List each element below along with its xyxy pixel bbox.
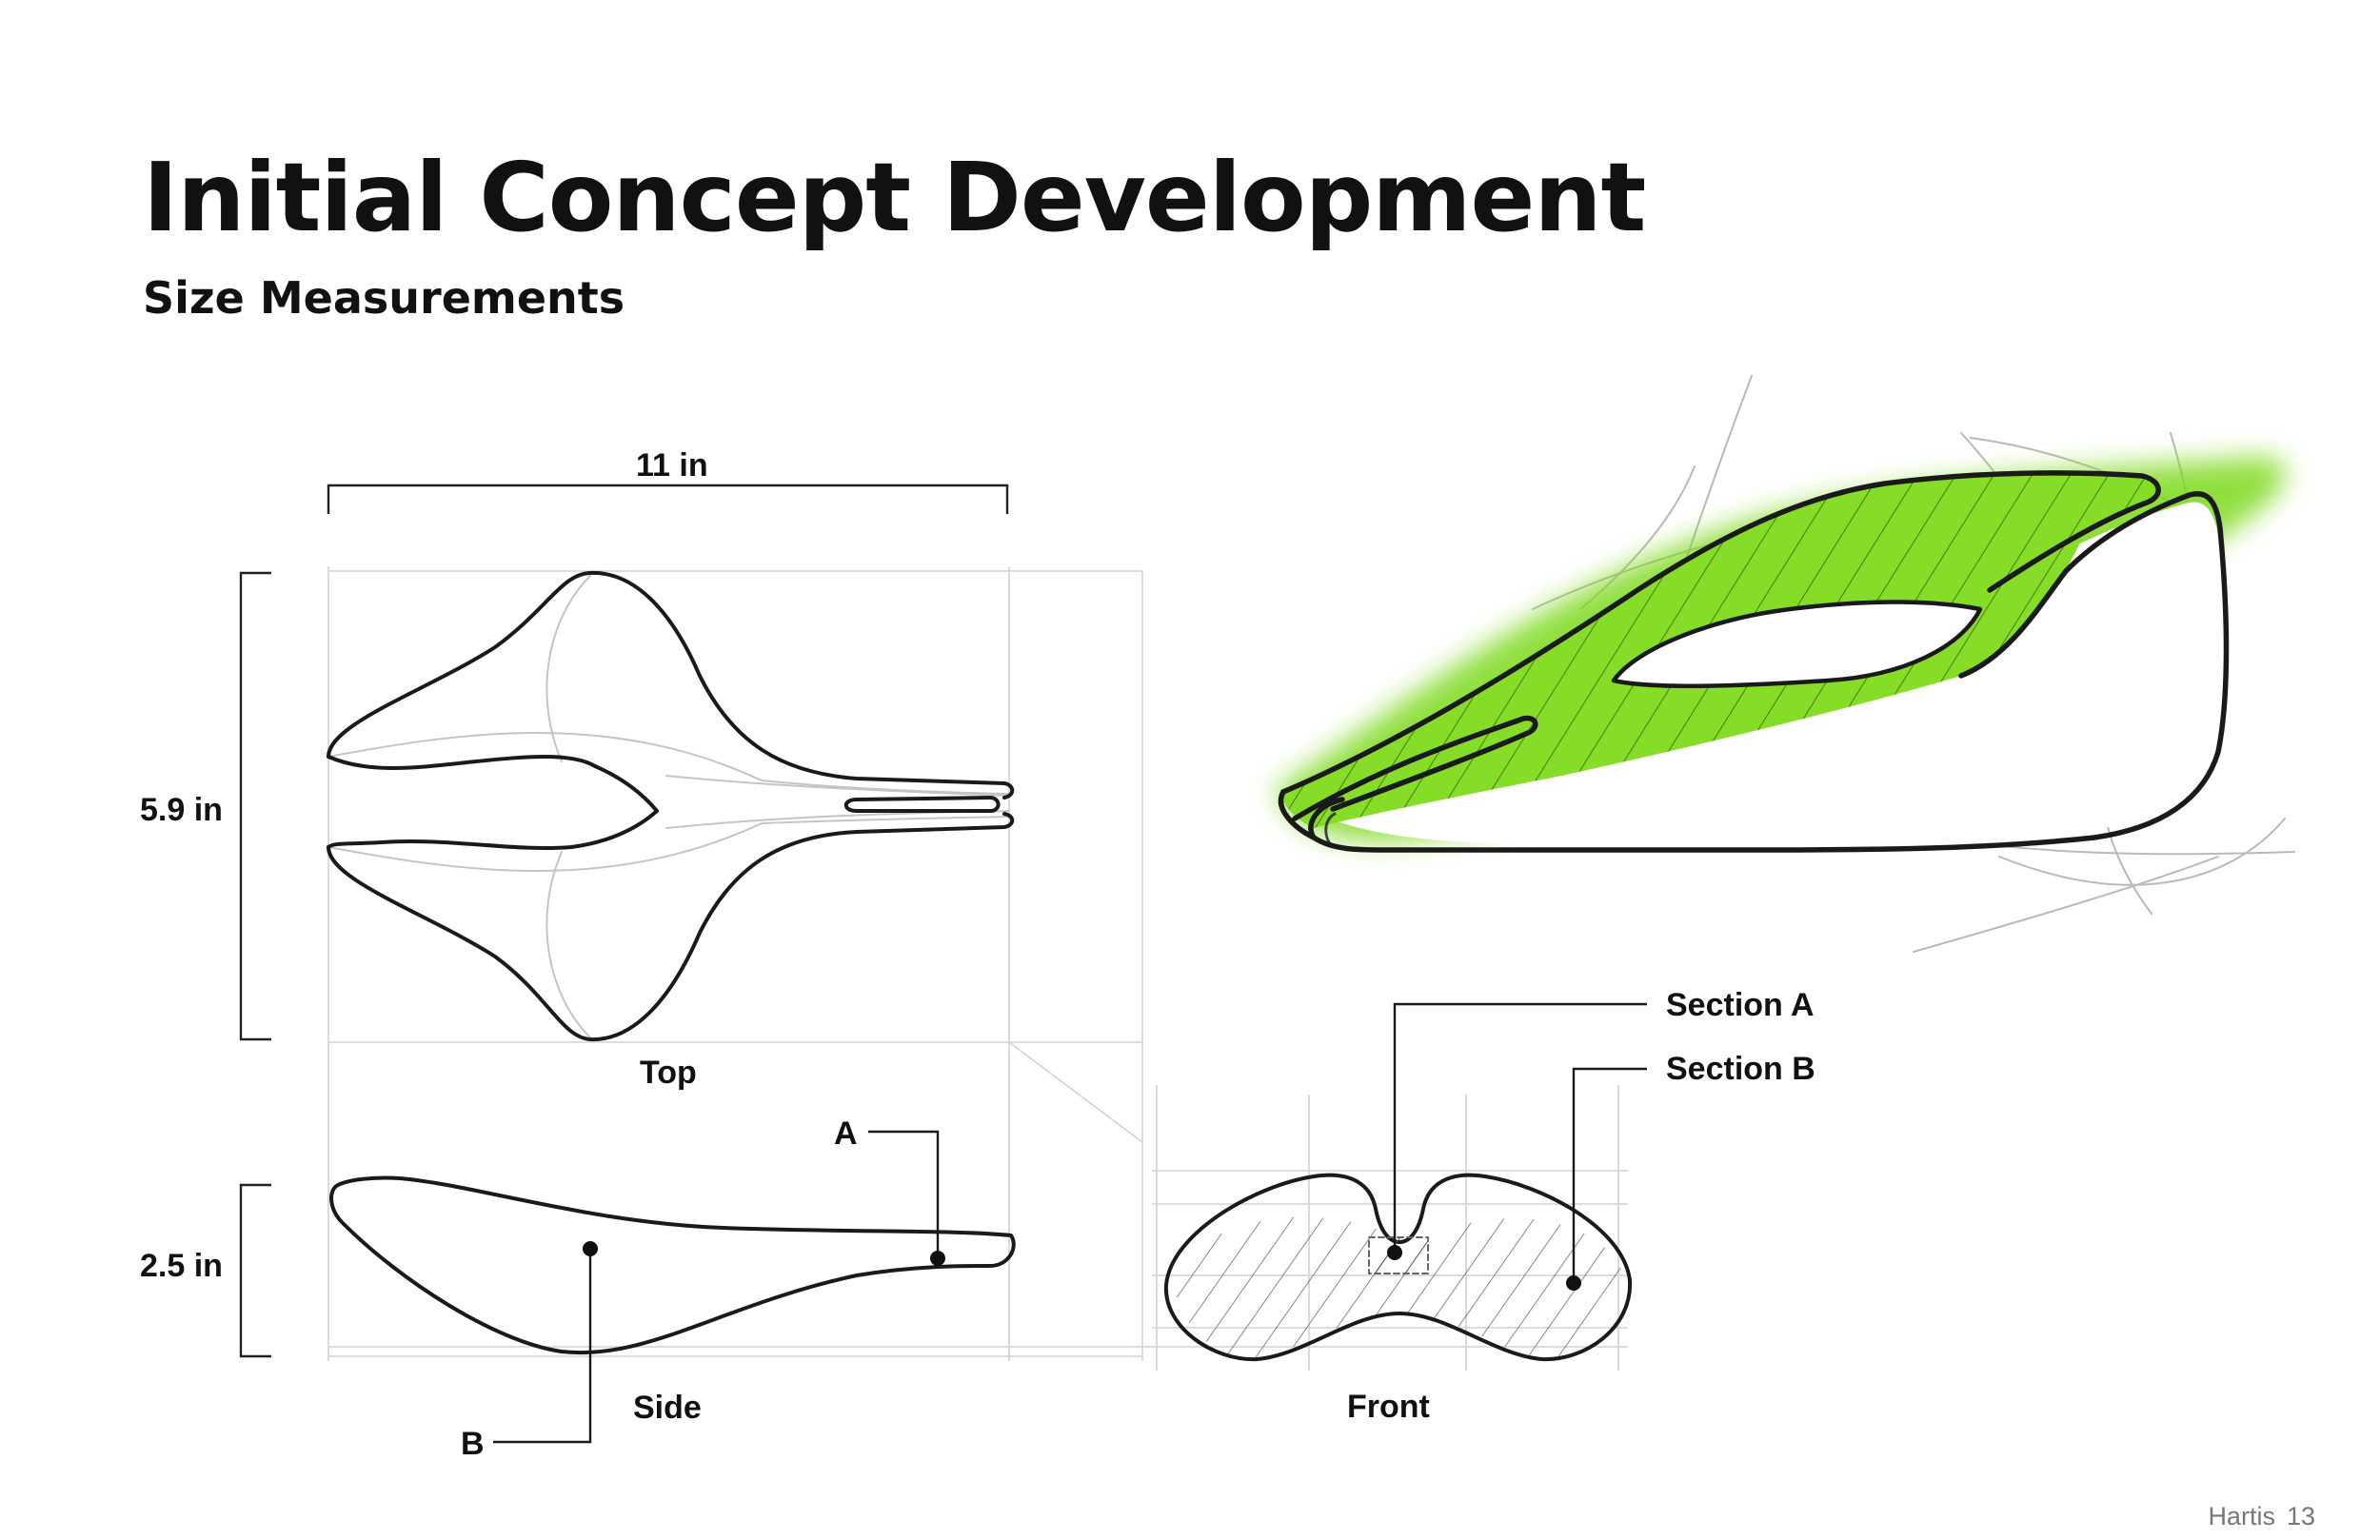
callout-dot-section-a [1387, 1245, 1402, 1260]
dimension-width [327, 484, 1009, 514]
page-title: Initial Concept Development [143, 142, 1646, 253]
callout-label-section-b: Section B [1666, 1051, 1815, 1087]
construction-guides [327, 566, 1628, 1371]
front-view-drawing [1163, 1173, 1633, 1362]
callout-label-a: A [834, 1116, 858, 1152]
callout-dot-b [583, 1241, 598, 1256]
view-label-front: Front [1347, 1389, 1430, 1425]
footer-author: Hartis [2208, 1502, 2275, 1530]
page-footer: Hartis 13 [2208, 1502, 2315, 1531]
perspective-render [1276, 375, 2295, 953]
page-number: 13 [2286, 1502, 2315, 1530]
callout-dot-section-b [1566, 1275, 1581, 1291]
view-label-top: Top [640, 1055, 697, 1091]
page-subtitle: Size Measurements [143, 272, 625, 324]
dimension-height-side [239, 1183, 271, 1358]
callout-label-b: B [461, 1426, 485, 1462]
callout-label-section-a: Section A [1666, 987, 1815, 1023]
view-label-side: Side [633, 1390, 702, 1426]
dimension-height-top [239, 571, 271, 1041]
callout-dots [583, 1241, 1581, 1291]
dimension-height-side-label: 2.5 in [140, 1248, 223, 1284]
callout-dot-a [930, 1251, 945, 1266]
dimension-height-top-label: 5.9 in [140, 792, 223, 828]
top-view-drawing [327, 570, 1015, 1042]
side-view-drawing [329, 1175, 1016, 1355]
dimension-width-label: 11 in [636, 447, 708, 484]
callout-leaders [493, 1002, 1647, 1444]
